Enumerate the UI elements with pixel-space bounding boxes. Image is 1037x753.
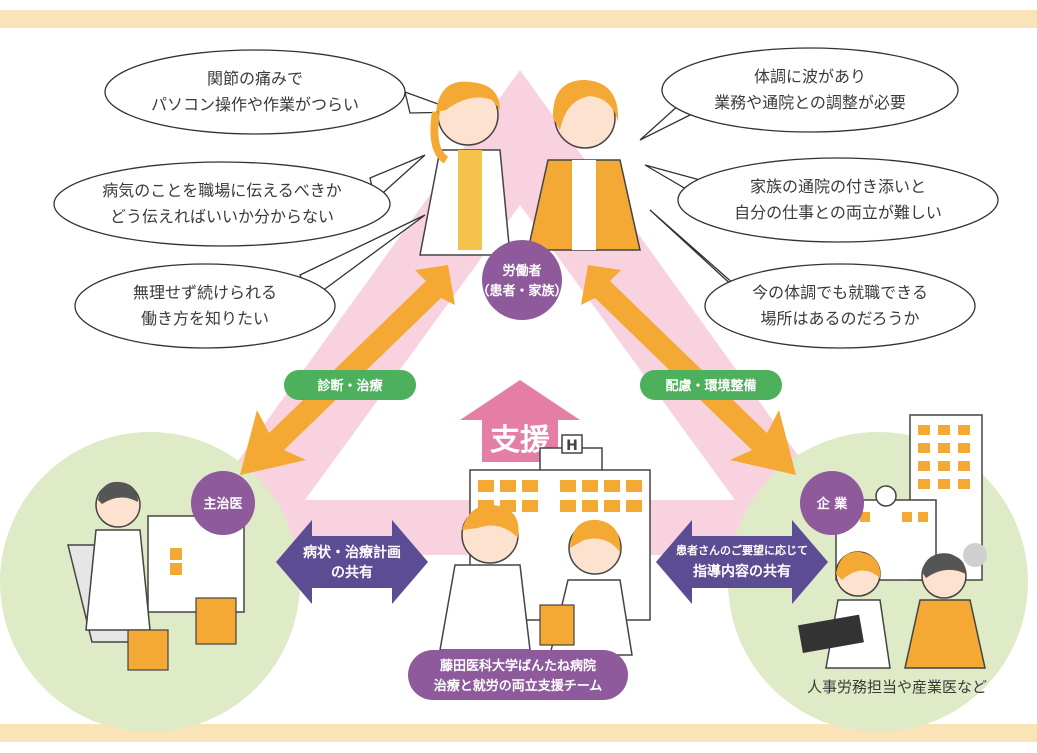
bubble-3: 無理せず続けられる 働き方を知りたい [74,214,426,349]
doctor-node: 主治医 [191,471,255,535]
bubble-1-line-1: 関節の痛みで [207,69,303,88]
company-caption: 人事労務担当や産業医など [807,678,987,696]
bubble-3-line-1: 無理せず続けられる [133,283,277,302]
hospital-label: 藤田医科大学ばんたね病院 [440,658,596,674]
care-label: 配慮・環境整備 [665,378,756,394]
bubble-6: 今の体調でも就職できる 場所はあるのだろうか [649,209,976,349]
worker-person-icon [419,81,511,256]
right-share-line-2: 指導内容の共有 [693,563,791,580]
right-share-arrow: 患者さんのご要望に応じて 指導内容の共有 [656,520,828,604]
bubble-1: 関節の痛みで パソコン操作や作業がつらい [104,49,461,135]
bubble-1-line-2: パソコン操作や作業がつらい [151,95,359,114]
company-node: 企 業 [800,471,864,535]
hospital-sign: H [566,438,578,454]
bubble-6-line-1: 今の体調でも就職できる [752,283,928,302]
bubble-6-line-2: 場所はあるのだろうか [760,309,919,328]
left-share-line-2: の共有 [331,564,373,581]
bubble-4-line-1: 体調に波があり [754,67,866,86]
worker-label: 労働者 [502,263,541,279]
nurse-person-icon [539,519,633,656]
diagnosis-label: 診断・治療 [317,378,383,394]
triangle-inner [305,205,735,500]
bubble-3-line-2: 働き方を知りたい [141,309,269,328]
bubble-2-line-2: どう伝えればいいか分からない [110,207,334,226]
top-band [0,10,1037,28]
worker-node: 労働者 （患者・家族） [476,240,568,320]
bubble-2: 病気のことを職場に伝えるべきか どう伝えればいいか分からない [53,154,426,247]
bottom-band [0,724,1037,742]
diagnosis-pill: 診断・治療 [284,370,416,400]
company-label: 企 業 [816,496,849,512]
bubble-5-line-2: 自分の仕事との両立が難しい [734,203,942,222]
bubble-4-line-2: 業務や通院との調整が必要 [714,93,906,112]
doctor-label: 主治医 [203,496,242,512]
staff-person-icon [798,551,986,669]
doctor-person-icon [67,481,245,671]
bubble-2-line-1: 病気のことを職場に伝えるべきか [102,181,342,200]
clock-icon [875,485,897,507]
right-share-line-1: 患者さんのご要望に応じて [676,543,808,557]
company-building-icon [835,414,987,581]
bubble-5-line-1: 家族の通院の付き添いと [750,177,926,196]
care-pill: 配慮・環境整備 [640,370,782,400]
worker-sublabel: （患者・家族） [476,283,567,299]
family-person-icon [527,80,641,251]
left-share-arrow: 病状・治療計画 の共有 [276,520,428,604]
tree-icon [963,543,987,567]
left-share-line-1: 病状・治療計画 [303,544,401,561]
hospital-team-pill: 藤田医科大学ばんたね病院 治療と就労の両立支援チーム [408,650,628,700]
bubble-4: 体調に波があり 業務や通院との調整が必要 [639,47,959,141]
bubble-5: 家族の通院の付き添いと 自分の仕事との両立が難しい [644,157,999,243]
hospital-sublabel: 治療と就労の両立支援チーム [434,678,603,694]
